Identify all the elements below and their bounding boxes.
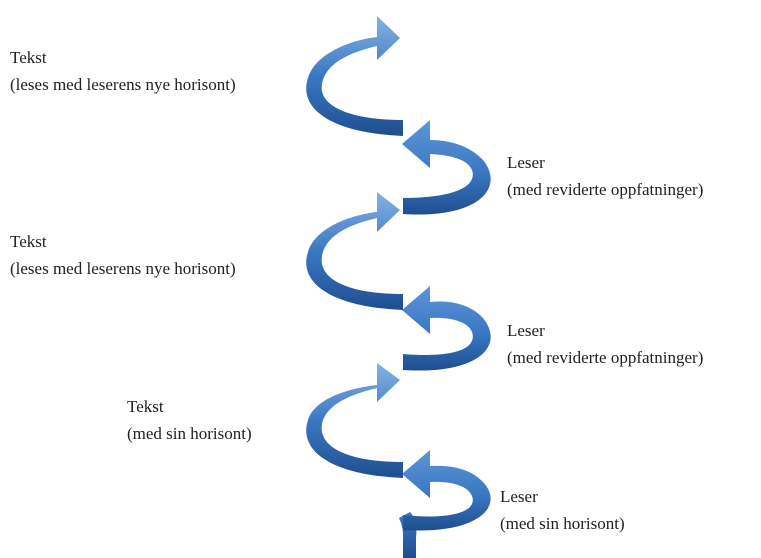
text-top-subtitle: (leses med leserens nye horisont) (10, 75, 236, 94)
text-bottom-title: Tekst (127, 397, 164, 416)
spiral-right-loop-top (402, 120, 491, 215)
reader-upper-label: Leser (med reviderte oppfatninger) (507, 149, 703, 203)
text-middle-label: Tekst (leses med leserens nye horisont) (10, 228, 236, 282)
text-middle-title: Tekst (10, 232, 47, 251)
reader-middle-subtitle: (med reviderte oppfatninger) (507, 348, 704, 367)
spiral-left-loop-bottom (306, 363, 403, 478)
reader-upper-title: Leser (507, 153, 545, 172)
reader-bottom-subtitle: (med sin horisont) (500, 514, 625, 533)
reader-upper-subtitle: (med reviderte oppfatninger) (507, 180, 704, 199)
text-top-title: Tekst (10, 48, 47, 67)
text-middle-subtitle: (leses med leserens nye horisont) (10, 259, 236, 278)
reader-middle-title: Leser (507, 321, 545, 340)
reader-bottom-label: Leser (med sin horisont) (500, 483, 625, 537)
text-top-label: Tekst (leses med leserens nye horisont) (10, 44, 236, 98)
text-bottom-subtitle: (med sin horisont) (127, 424, 252, 443)
spiral-left-loop-middle (306, 192, 403, 310)
text-bottom-label: Tekst (med sin horisont) (127, 393, 252, 447)
reader-middle-label: Leser (med reviderte oppfatninger) (507, 317, 703, 371)
spiral-right-loop-middle (402, 286, 491, 371)
spiral-right-loop-bottom (402, 450, 491, 531)
reader-bottom-title: Leser (500, 487, 538, 506)
spiral-left-loop-top (306, 16, 403, 136)
